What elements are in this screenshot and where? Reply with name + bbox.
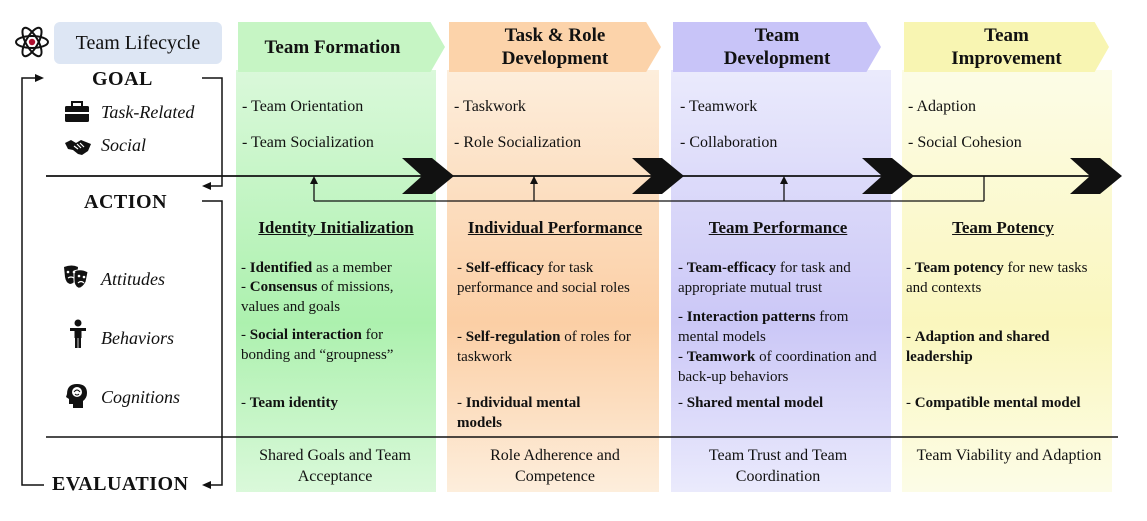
handshake-icon <box>64 137 92 162</box>
cognition-keyword: Individual mental models <box>457 395 581 431</box>
attitude-text: for task and appropriate mutual trust <box>678 260 851 296</box>
attitude-item: - Team-efficacy for task and appropriate… <box>678 260 851 296</box>
cognition-item: - Compatible mental model <box>906 395 1081 411</box>
behavior-keyword: Interaction patterns <box>686 309 816 325</box>
cognition-item: - Shared mental model <box>678 395 824 411</box>
goal-item: - Social Cohesion <box>908 134 1022 151</box>
evaluation-text: Team Trust and Team Coordination <box>708 447 848 485</box>
cognition-item: - Individual mental models <box>457 395 581 431</box>
column-bg-team-development <box>671 70 891 492</box>
row-label-evaluation: EVALUATION <box>52 473 189 495</box>
column-bg-task-role <box>447 70 659 492</box>
attitude-text: for task performance and social roles <box>457 260 630 296</box>
goal-item: - Teamwork <box>680 98 758 115</box>
row-label-goal: GOAL <box>92 68 153 90</box>
attitude-keyword: Identified <box>249 260 313 276</box>
page-title: Team Lifecycle <box>75 31 201 54</box>
attitude-text: of missions, values and goals <box>241 279 394 315</box>
goal-item: - Adaption <box>908 98 976 115</box>
column-bg-team-improvement <box>902 70 1112 492</box>
action-title: Team Performance <box>708 218 848 237</box>
cognition-keyword: Shared mental model <box>686 395 824 411</box>
phase-team-development: Team Development <box>673 22 881 72</box>
behavior-item: - Social interaction for bonding and “gr… <box>241 327 394 363</box>
behavior-text: of roles for taskwork <box>457 329 631 365</box>
behavior-text: from mental models <box>678 309 849 345</box>
behavior-item: - Teamwork of coordination and back-up b… <box>678 349 877 385</box>
goal-item: - Team Socialization <box>242 134 374 151</box>
behavior-item: - Self-regulation of roles for taskwork <box>457 329 631 365</box>
attitude-item: - Consensus of missions, values and goal… <box>241 279 394 315</box>
behavior-keyword: Self-regulation <box>465 329 561 345</box>
goal-item: - Role Socialization <box>454 134 582 151</box>
action-title: Identity Initialization <box>258 218 414 237</box>
action-category-cognitions: Cognitions <box>101 387 181 407</box>
atom-icon <box>14 24 50 60</box>
goal-category-social: Social <box>101 135 146 155</box>
attitude-text: for new tasks and contexts <box>906 260 1088 296</box>
column-bg-team-formation <box>236 70 436 492</box>
evaluation-text: Team Viability and Adaption <box>916 447 1102 464</box>
phase-label: Team Development <box>723 25 831 69</box>
phase-label: Task & Role Development <box>501 25 609 69</box>
evaluation-text: Role Adherence and Competence <box>490 447 620 485</box>
action-title: Individual Performance <box>467 218 643 237</box>
behavior-keyword: Adaption and shared leadership <box>906 329 1050 365</box>
phase-team-improvement: Team Improvement <box>904 22 1109 72</box>
attitude-keyword: Team potency <box>914 260 1004 276</box>
attitude-keyword: Team-efficacy <box>686 260 777 276</box>
goal-category-task-related: Task-Related <box>101 102 195 122</box>
goal-item: - Team Orientation <box>242 98 364 115</box>
brain-head-icon <box>64 382 90 415</box>
action-title: Team Potency <box>952 218 1054 237</box>
row-label-action: ACTION <box>84 191 168 213</box>
behavior-text: for bonding and “groupness” <box>241 327 394 363</box>
attitude-keyword: Consensus <box>249 279 318 295</box>
behavior-item: - Adaption and shared leadership <box>906 329 1050 365</box>
masks-icon <box>62 264 90 295</box>
attitude-item: - Self-efficacy for task performance and… <box>457 260 630 296</box>
cognition-keyword: Compatible mental model <box>914 395 1081 411</box>
attitude-item: - Team potency for new tasks and context… <box>906 260 1088 296</box>
goal-item: - Collaboration <box>680 134 778 151</box>
cognition-item: - Team identity <box>241 395 338 411</box>
evaluation-text: Shared Goals and Team Acceptance <box>259 447 411 485</box>
behavior-item: - Interaction patterns from mental model… <box>678 309 849 345</box>
action-category-attitudes: Attitudes <box>101 269 165 289</box>
cognition-keyword: Team identity <box>249 395 338 411</box>
phase-label: Team Improvement <box>951 25 1062 69</box>
briefcase-icon <box>64 101 90 128</box>
action-category-behaviors: Behaviors <box>101 328 174 348</box>
attitude-text: as a member <box>312 260 392 276</box>
phase-team-formation: Team Formation <box>238 22 445 72</box>
goal-item: - Taskwork <box>454 98 526 115</box>
phase-task-role-development: Task & Role Development <box>449 22 661 72</box>
behavior-text: of coordination and back-up behaviors <box>678 349 877 385</box>
attitude-keyword: Self-efficacy <box>465 260 545 276</box>
person-icon <box>68 319 88 354</box>
title-box: Team Lifecycle <box>54 22 222 64</box>
behavior-keyword: Teamwork <box>686 349 756 365</box>
attitude-item: - Identified as a member <box>241 260 392 276</box>
behavior-keyword: Social interaction <box>249 327 362 343</box>
